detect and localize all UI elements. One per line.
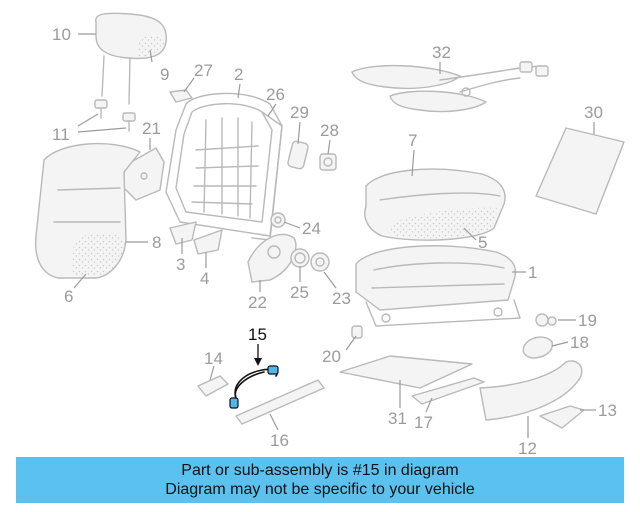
part-28-button <box>319 153 337 171</box>
callout-25: 25 <box>290 283 309 302</box>
part-1-seat-frame <box>355 245 521 327</box>
callout-30: 30 <box>584 103 603 122</box>
part-15-cable[interactable] <box>229 365 279 409</box>
callout-13: 13 <box>598 401 617 420</box>
part-26-trim <box>251 111 283 241</box>
callout-21: 21 <box>142 119 161 138</box>
callout-16: 16 <box>270 431 289 450</box>
callout-14: 14 <box>204 349 223 368</box>
part-31-panel <box>339 355 473 389</box>
callout-4: 4 <box>200 269 209 288</box>
callout-10: 10 <box>52 25 71 44</box>
callout-29: 29 <box>290 103 309 122</box>
part-29-knob <box>287 140 309 170</box>
info-banner: Part or sub-assembly is #15 in diagram D… <box>16 457 624 503</box>
part-30-pad <box>535 127 625 215</box>
part-22-recliner-cover <box>247 233 297 283</box>
callout-32: 32 <box>432 43 451 62</box>
callout-26: 26 <box>266 85 285 104</box>
part-19-bolt <box>535 313 557 327</box>
callout-15[interactable]: 15 <box>248 325 267 344</box>
banner-line-part: Part or sub-assembly is #15 in diagram <box>181 462 459 479</box>
part-17-rail <box>411 377 485 405</box>
callout-31: 31 <box>388 409 407 428</box>
seat-parts-diagram: 10 9 27 2 26 32 30 11 21 29 28 7 8 5 3 4… <box>34 12 625 456</box>
part-11-guides <box>94 99 136 132</box>
callout-22: 22 <box>248 293 267 312</box>
part-18-cover <box>522 336 553 359</box>
leader-lines <box>73 33 596 438</box>
callout-3: 3 <box>176 255 185 274</box>
part-6-8-seatback-cover <box>34 142 141 279</box>
callout-2: 2 <box>234 65 243 84</box>
callout-labels: 10 9 27 2 26 32 30 11 21 29 28 7 8 5 3 4… <box>52 25 617 456</box>
part-4-bracket <box>193 229 223 255</box>
callout-8: 8 <box>152 233 161 252</box>
callout-20: 20 <box>322 347 341 366</box>
callout-12: 12 <box>518 439 537 456</box>
part-2-seatback-frame <box>165 92 283 237</box>
callout-1: 1 <box>528 263 537 282</box>
part-20-fastener <box>351 325 363 339</box>
part-7-cushion-cover <box>364 168 506 241</box>
banner-line-disclaimer: Diagram may not be specific to your vehi… <box>165 481 475 498</box>
callout-6: 6 <box>64 287 73 306</box>
part-23-knob <box>310 252 330 272</box>
part-10-headrest <box>95 12 167 105</box>
part-16-trim-strip <box>235 379 325 425</box>
callout-11: 11 <box>52 125 70 144</box>
callout-28: 28 <box>320 121 339 140</box>
callout-7: 7 <box>408 131 417 150</box>
leader-15-arrowhead <box>254 358 262 366</box>
callout-24: 24 <box>302 219 321 238</box>
part-25-ring <box>290 248 310 268</box>
callout-17: 17 <box>414 413 433 432</box>
part-13-lever <box>539 405 585 429</box>
callout-9: 9 <box>160 65 169 84</box>
part-14-handle <box>197 375 229 397</box>
callout-27: 27 <box>194 61 213 80</box>
callout-18: 18 <box>570 333 589 352</box>
callout-19: 19 <box>578 311 597 330</box>
part-27-clip <box>169 89 193 103</box>
part-24-gear <box>270 212 286 228</box>
part-3-bracket <box>169 221 197 245</box>
part-32-heater-mat <box>351 61 549 113</box>
callout-5: 5 <box>478 233 487 252</box>
part-12-side-shield <box>479 360 583 421</box>
callout-23: 23 <box>332 289 351 308</box>
